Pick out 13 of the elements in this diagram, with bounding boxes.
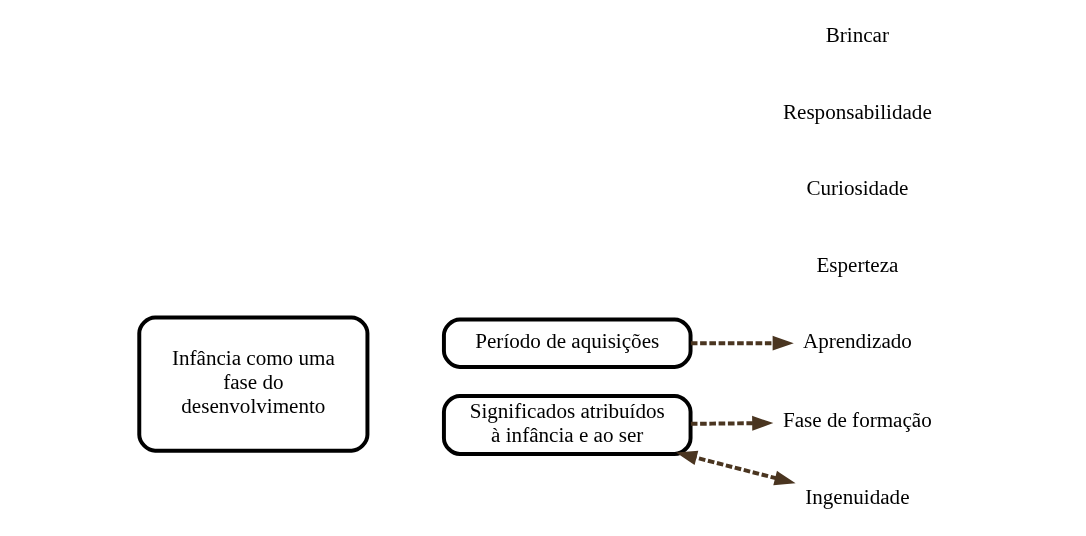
label: Curiosidade bbox=[805, 176, 908, 201]
arrow bbox=[690, 415, 773, 431]
arrow bbox=[675, 450, 796, 486]
label: Responsabilidade bbox=[782, 99, 932, 124]
node-text: Ingenuidade bbox=[804, 484, 910, 509]
arrow bbox=[690, 335, 794, 351]
node-box: Significados atribuídos à infância e ao ser bbox=[441, 393, 693, 456]
node-box: Infância como uma fase do desenvolvimento bbox=[136, 315, 369, 453]
label: Brincar bbox=[825, 23, 889, 48]
node-text: Aprendizado bbox=[802, 329, 912, 354]
node-box: Período de aquisições bbox=[441, 317, 693, 369]
node-text: Fase de formação bbox=[782, 408, 932, 433]
label: Esperteza bbox=[815, 252, 898, 277]
